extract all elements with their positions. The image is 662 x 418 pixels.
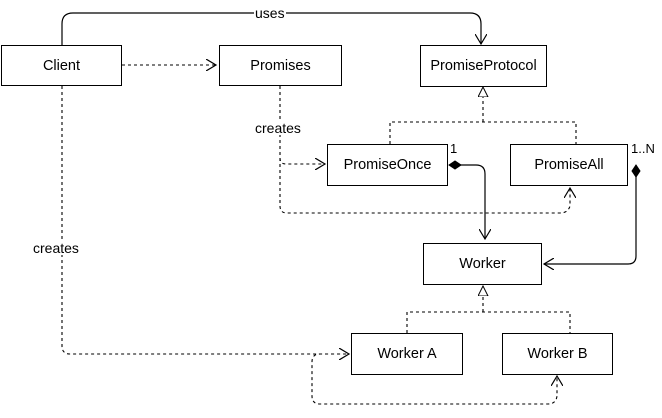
edge-once-to-worker <box>449 165 485 239</box>
label-creates-promises: creates <box>254 120 302 136</box>
node-worker: Worker <box>423 243 542 285</box>
edge-client-creates-workerb <box>311 353 557 405</box>
edge-realization-worker <box>406 311 571 333</box>
node-promise-all: PromiseAll <box>510 144 628 186</box>
node-promise-protocol: PromiseProtocol <box>420 45 547 87</box>
node-promises: Promises <box>219 45 342 86</box>
node-worker-a: Worker A <box>351 333 463 375</box>
edge-client-creates-workera <box>61 86 349 354</box>
label-creates-client: creates <box>32 240 80 256</box>
label-uses: uses <box>254 5 286 21</box>
multiplicity-once: 1 <box>450 141 458 156</box>
multiplicity-all: 1..N <box>631 141 655 156</box>
node-promise-once: PromiseOnce <box>327 144 448 186</box>
edge-all-to-worker <box>544 165 636 264</box>
node-client: Client <box>1 45 122 86</box>
edge-realization-protocol <box>389 121 577 144</box>
node-worker-b: Worker B <box>502 333 613 375</box>
